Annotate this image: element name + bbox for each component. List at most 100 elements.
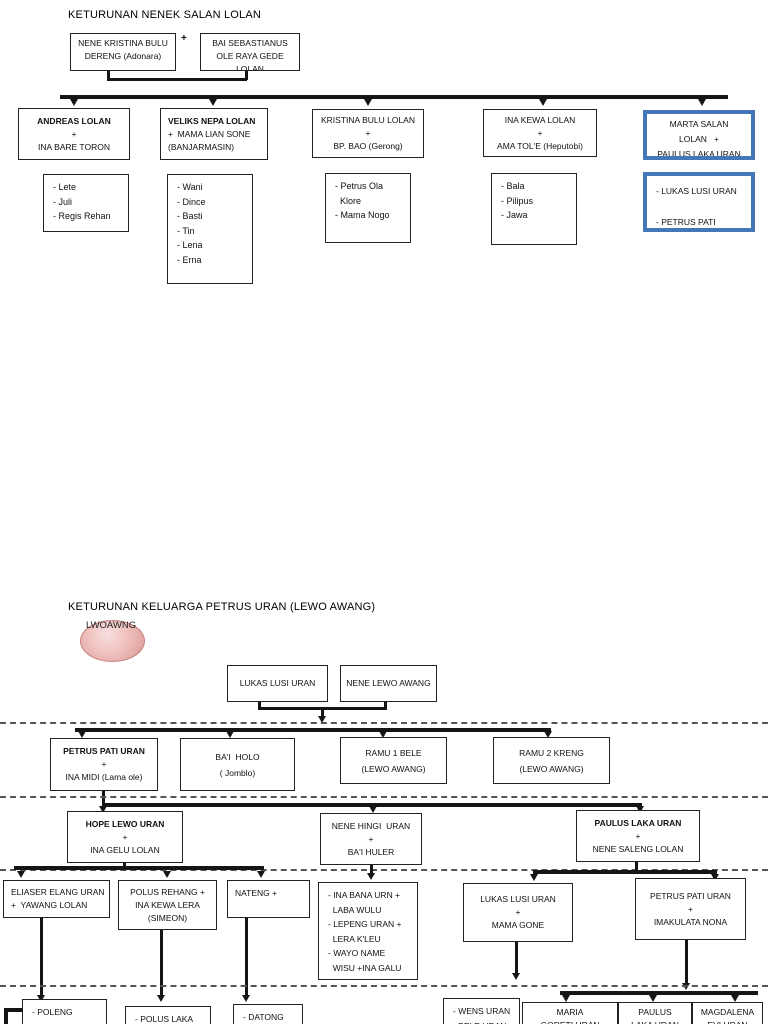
- arrow-down: [635, 806, 644, 813]
- tree1-parents-plus: +: [181, 33, 187, 44]
- connector-line: [4, 1008, 8, 1024]
- couple-box-nene-hingi-uran: NENE HINGI URAN + BA'I HULER: [320, 813, 422, 865]
- text-line: - Wani: [177, 182, 203, 192]
- connector-line: [159, 930, 163, 996]
- text-line: +: [688, 903, 693, 914]
- connector-line: [384, 702, 387, 710]
- text-line: LOLAN: [236, 64, 264, 71]
- tree1-title: KETURUNAN NENEK SALAN LOLAN: [68, 9, 262, 21]
- text-line: AMA TOL'E (Heputobi): [497, 140, 583, 151]
- text-line: +: [368, 833, 374, 844]
- arrow-down: [543, 731, 552, 738]
- text-line: - Tin: [177, 225, 195, 236]
- text-line: INA MIDI (Lama ole): [65, 772, 143, 782]
- text-line: +: [122, 831, 128, 842]
- text-line: LUKAS LUSI URAN: [480, 894, 556, 904]
- text-line: + MAMA LIAN SONE: [168, 128, 251, 139]
- text-line: MARTA SALAN: [669, 119, 729, 129]
- text-line: LOLAN +: [679, 134, 719, 144]
- text-line: - WAYO NAME: [328, 948, 386, 958]
- text-line: INA KEWA LERA: [135, 899, 200, 910]
- arrow-down: [710, 873, 719, 881]
- text-line: - Lete: [53, 182, 77, 192]
- arrow-down: [36, 995, 45, 1002]
- sibling-bar: [533, 870, 717, 874]
- text-line: - Petrus Ola: [335, 181, 384, 191]
- arrow-down: [363, 99, 372, 106]
- text-line: PETRUS PATI URAN: [650, 890, 731, 901]
- dashed-divider: [0, 985, 768, 987]
- text-line: - Jawa: [501, 210, 528, 220]
- text-line: BA'I HULER: [347, 846, 395, 857]
- text-line: MAGDALENA: [700, 1007, 755, 1017]
- sibling-bar: [75, 728, 551, 732]
- text-line: BA'I HOLO: [215, 751, 260, 762]
- text-line: - Mama Nogo: [335, 210, 390, 220]
- connector-line: [4, 1008, 22, 1012]
- connector-line: [39, 918, 43, 996]
- text-line: - Regis Rehan: [53, 211, 111, 221]
- text-line: MARIA: [556, 1007, 584, 1017]
- connector-line: [244, 918, 248, 996]
- dashed-divider: [0, 796, 768, 798]
- grandparent-box-nene-lewo-awang: NENE LEWO AWANG: [340, 665, 437, 702]
- text-line: PAULUS: [638, 1007, 672, 1017]
- text-line: KRISTINA BULU LOLAN: [320, 115, 415, 125]
- text-line: NENE HINGI URAN: [331, 820, 411, 831]
- text-line: +: [365, 128, 371, 138]
- connector-line: [514, 942, 518, 974]
- text-line: (LEWO AWANG): [361, 763, 426, 774]
- arrow-down: [69, 99, 78, 106]
- arrow-down: [256, 871, 265, 878]
- sibling-bar: [102, 803, 642, 807]
- text-line: MAMA GONE: [491, 920, 545, 930]
- grandparent-box-lukas-lusi-uran: LUKAS LUSI URAN: [227, 665, 328, 702]
- text-line: - Lena: [177, 240, 203, 250]
- text-line: EVI URAN: [707, 1019, 747, 1024]
- dashed-divider: [0, 722, 768, 724]
- text-line: IMAKULATA NONA: [653, 916, 728, 927]
- couple-box-petrus-pati-uran: PETRUS PATI URAN+INA MIDI (Lama ole): [50, 738, 158, 791]
- sibling-bar: [560, 991, 758, 995]
- connector-line: [107, 71, 110, 80]
- text-line: ANDREAS LOLAN: [37, 115, 111, 126]
- connector-line: [245, 71, 248, 80]
- text-line: LUKAS LUSI URAN: [239, 678, 316, 688]
- text-line: BP. BAO (Gerong): [333, 141, 403, 151]
- children-list-andreas: - Lete- Juli- Regis Rehan: [43, 174, 129, 232]
- arrow-down: [368, 806, 377, 813]
- text-line: - DATONG: [243, 1012, 284, 1022]
- children-list-kristina: - Petrus Ola Klore- Mama Nogo: [325, 173, 411, 243]
- text-line: PAULUS LAKA URAN: [594, 817, 682, 828]
- person-box-maria-goreti-uran: MARIAGORETI URAN: [522, 1002, 618, 1024]
- text-line: POLUS REHANG +: [130, 886, 205, 897]
- couple-box-polus-rehang: POLUS REHANG +INA KEWA LERA(SIMEON): [118, 880, 217, 930]
- couple-box-ina-kewa-lolan: INA KEWA LOLAN+AMA TOL'E (Heputobi): [483, 109, 597, 157]
- children-list-wens-uran: - WENS URAN- BELE URAN: [443, 998, 520, 1024]
- sibling-bar: [14, 866, 264, 870]
- text-line: - Pilipus: [501, 195, 534, 206]
- text-line: +: [101, 759, 107, 769]
- text-line: HOPE LEWO URAN: [85, 818, 165, 829]
- text-line: (LEWO AWANG): [519, 763, 584, 774]
- couple-box-veliks-nepa-lolan: VELIKS NEPA LOLAN+ MAMA LIAN SONE(BANJAR…: [160, 108, 268, 160]
- text-line: +: [71, 128, 77, 139]
- children-list-veliks: - Wani- Dince- Basti- Tin- Lena- Erna: [167, 174, 253, 284]
- text-line: + YAWANG LOLAN: [11, 900, 88, 910]
- text-line: BAI SEBASTIANUS: [212, 38, 288, 48]
- text-line: - POLUS LAKA: [135, 1014, 194, 1024]
- couple-box-bai-holo: BA'I HOLO( Jomblo): [180, 738, 295, 791]
- couple-box-paulus-laka-uran: PAULUS LAKA URAN+NENE SALENG LOLAN: [576, 810, 700, 862]
- couple-box-ramu-1-bele: RAMU 1 BELE(LEWO AWANG): [340, 737, 447, 784]
- pink-ellipse: [80, 620, 145, 662]
- text-line: - PETRUS PATI: [656, 216, 716, 227]
- text-line: - Basti: [177, 211, 203, 221]
- arrow-down: [318, 716, 326, 723]
- connector-line: [321, 710, 324, 718]
- text-line: NATENG +: [235, 888, 278, 898]
- text-line: - BELE URAN: [453, 1019, 506, 1024]
- text-line: - POLENG: [32, 1007, 73, 1017]
- dashed-divider: [0, 869, 768, 871]
